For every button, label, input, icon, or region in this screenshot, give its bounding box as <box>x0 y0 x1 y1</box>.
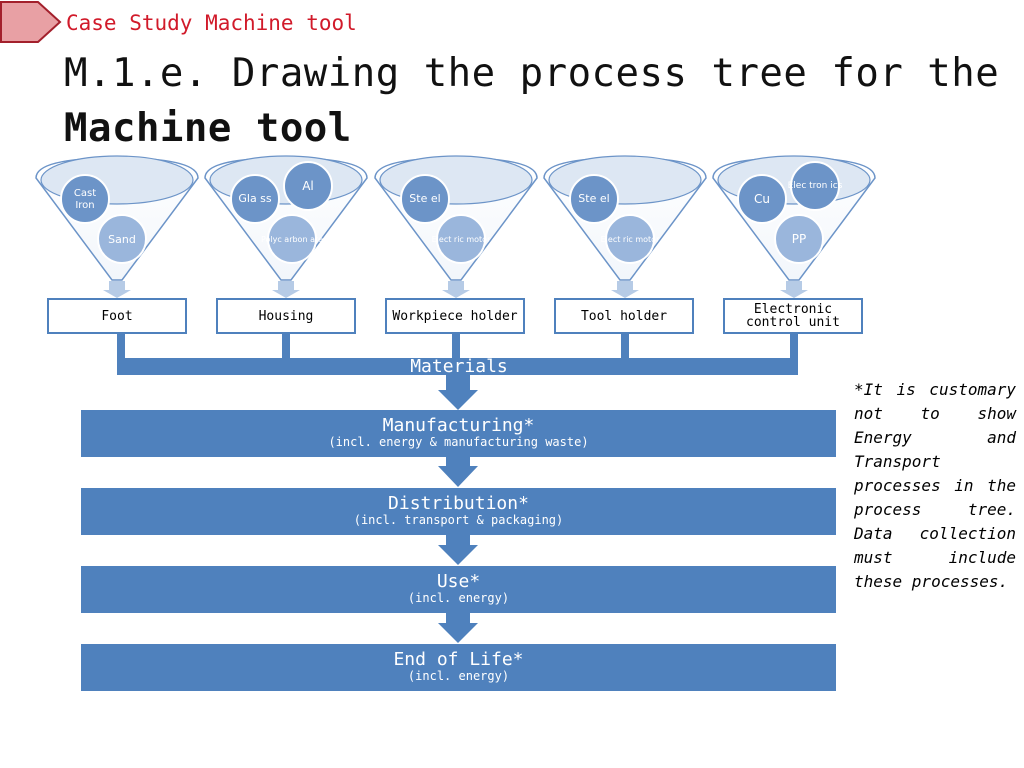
material-circle <box>737 174 787 224</box>
funnel-arrow-icon <box>272 281 300 298</box>
stage-name: End of Life* <box>393 649 524 670</box>
part-box-tool-holder: Tool holder <box>554 298 694 334</box>
material-label: Elec tron ics <box>788 181 843 191</box>
material-label: Ste el <box>578 192 609 205</box>
material-label: Sand <box>108 233 136 246</box>
funnel-arrow-icon <box>780 281 808 298</box>
stage-use: Use* (incl. energy) <box>81 566 836 613</box>
material-label: Cu <box>754 192 770 206</box>
stage-distribution: Distribution* (incl. transport & packagi… <box>81 488 836 535</box>
material-circle <box>436 214 486 264</box>
material-circle <box>283 161 333 211</box>
part-box-electronic-control-unit: Electronic control unit <box>723 298 863 334</box>
material-circle <box>774 214 824 264</box>
stage-name: Use* <box>436 571 481 592</box>
part-box-housing: Housing <box>216 298 356 334</box>
funnel-arrow-icon <box>442 281 470 298</box>
stage-arrows <box>438 375 478 643</box>
material-circle <box>400 174 450 224</box>
stage-detail: (incl. energy) <box>407 591 510 605</box>
title-prefix: M.1.e. Drawing the process tree for the <box>64 51 1000 96</box>
stage-detail: (incl. transport & packaging) <box>353 513 564 527</box>
material-circle <box>267 214 317 264</box>
material-circle <box>230 174 280 224</box>
stage-detail: (incl. energy & manufacturing waste) <box>328 435 589 449</box>
case-study-label: Case Study Machine tool <box>66 11 357 35</box>
material-label: Gla ss <box>238 192 272 205</box>
connector-lines <box>117 334 798 375</box>
title-bold: Machine tool <box>64 106 352 151</box>
stage-detail: (incl. energy) <box>407 669 510 683</box>
material-circle <box>569 174 619 224</box>
funnel-arrow-icon <box>611 281 639 298</box>
material-label: PP <box>792 232 806 246</box>
section-tag-icon <box>0 0 62 43</box>
part-box-foot: Foot <box>47 298 187 334</box>
footnote: *It is customary not to show Energy and … <box>854 380 1016 591</box>
material-circle <box>790 161 840 211</box>
material-label: Ste el <box>409 192 440 205</box>
material-label: Polyc arbon ate <box>261 235 323 244</box>
part-box-workpiece-holder: Workpiece holder <box>385 298 525 334</box>
material-circle <box>97 214 147 264</box>
stage-end-of-life: End of Life* (incl. energy) <box>81 644 836 691</box>
materials-label: Materials <box>410 356 508 377</box>
material-circle <box>605 214 655 264</box>
materials-bar <box>117 358 798 375</box>
material-circle <box>60 174 110 224</box>
stage-name: Manufacturing* <box>382 415 535 436</box>
material-label: Al <box>302 179 314 193</box>
stage-manufacturing: Manufacturing* (incl. energy & manufactu… <box>81 410 836 457</box>
funnel-arrow-icon <box>103 281 131 298</box>
material-label: Elect ric motor <box>601 235 660 244</box>
stage-name: Distribution* <box>388 493 529 514</box>
material-label: Elect ric motor <box>432 235 491 244</box>
page-title: M.1.e. Drawing the process tree for the … <box>64 46 1004 156</box>
